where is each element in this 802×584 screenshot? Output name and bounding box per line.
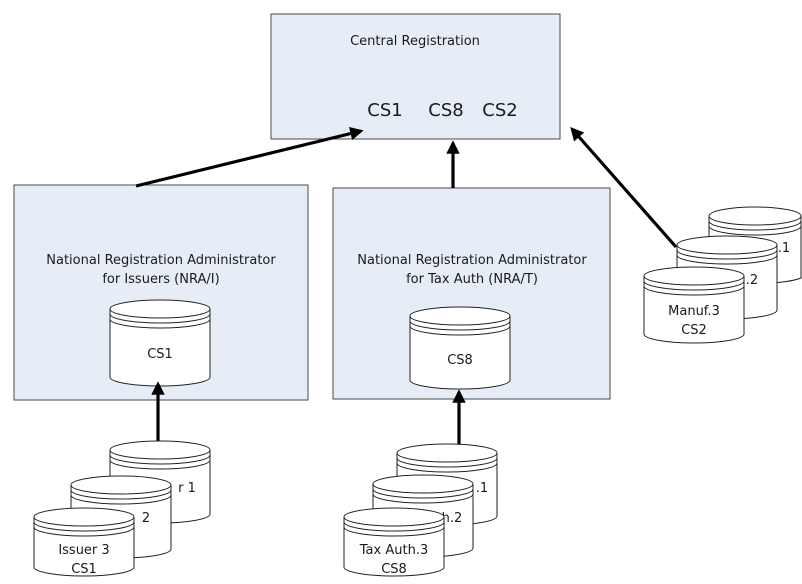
taxauth-db-back-label: .1 bbox=[476, 481, 488, 496]
manuf-db-front-label-line1: Manuf.3 bbox=[668, 304, 720, 319]
central-registration-box[interactable]: Central Registration CS1 CS8 CS2 bbox=[270, 13, 561, 140]
db-cs8-ring2 bbox=[409, 325, 511, 336]
db-cs1-ring2 bbox=[109, 318, 211, 329]
manuf-db-mid-label: .2 bbox=[746, 273, 758, 288]
nra-tax-database[interactable]: CS8 bbox=[409, 306, 511, 390]
taxauth-db-front-top bbox=[343, 507, 445, 527]
issuer-db-mid-label: 2 bbox=[142, 511, 150, 526]
issuer-db-back-ring2 bbox=[109, 459, 211, 470]
manuf-db-front-label-line2: CS2 bbox=[681, 323, 707, 338]
issuer-db-mid-top bbox=[70, 475, 172, 495]
central-code-cs1: CS1 bbox=[367, 100, 402, 121]
taxauth-db-front-ring1 bbox=[343, 521, 445, 532]
taxauth-db-front-label-line2: CS8 bbox=[381, 562, 407, 577]
manuf-db-mid-top bbox=[676, 235, 778, 255]
manuf-db-back-ring1 bbox=[708, 220, 802, 231]
db-cs1-top bbox=[109, 299, 211, 319]
db-cs8-label: CS8 bbox=[447, 353, 473, 368]
arrow-nra-issuers-to-central bbox=[135, 127, 364, 188]
db-cs1-label: CS1 bbox=[147, 347, 173, 362]
issuer-db-mid-ring1 bbox=[70, 489, 172, 500]
arrow-manuf-to-central bbox=[570, 126, 678, 249]
taxauth-db-mid-ring2 bbox=[372, 493, 474, 504]
central-registration-title: Central Registration bbox=[350, 34, 480, 49]
issuer-db-front: Issuer 3 CS1 bbox=[33, 507, 135, 577]
taxauth-db-front-ring2 bbox=[343, 526, 445, 537]
issuer-db-front-ring2 bbox=[33, 526, 135, 537]
manuf-db-back-label: .1 bbox=[778, 241, 790, 256]
issuer-database-stack[interactable]: r 1 2 Issuer 3 CS1 bbox=[33, 440, 211, 577]
manuf-db-mid-ring1 bbox=[676, 249, 778, 260]
taxauth-db-front-label-line1: Tax Auth.3 bbox=[359, 543, 428, 558]
taxauth-db-back-ring2 bbox=[396, 462, 498, 473]
nra-tax-box[interactable]: National Registration Administrator for … bbox=[332, 187, 611, 400]
issuer-db-back-label: r 1 bbox=[178, 481, 196, 496]
taxauth-database-stack[interactable]: .1 h.2 Tax Auth.3 CS8 bbox=[343, 443, 498, 577]
nra-issuers-title-line1: National Registration Administrator bbox=[46, 253, 276, 268]
db-cs8-ring1 bbox=[409, 320, 511, 331]
manuf-db-front-ring1 bbox=[643, 280, 745, 291]
issuer-db-back-ring1 bbox=[109, 454, 211, 465]
taxauth-db-back-top bbox=[396, 443, 498, 463]
taxauth-db-mid-ring1 bbox=[372, 488, 474, 499]
nra-issuers-database[interactable]: CS1 bbox=[109, 299, 211, 387]
manuf-db-back-ring2 bbox=[708, 225, 802, 236]
taxauth-db-mid-top bbox=[372, 474, 474, 494]
manuf-db-back-top bbox=[708, 206, 802, 226]
taxauth-db-back-ring1 bbox=[396, 457, 498, 468]
taxauth-db-front: Tax Auth.3 CS8 bbox=[343, 507, 445, 577]
manuf-db-front-top bbox=[643, 266, 745, 286]
central-code-cs8: CS8 bbox=[428, 100, 463, 121]
manuf-db-front-ring2 bbox=[643, 285, 745, 296]
issuer-db-mid-ring2 bbox=[70, 494, 172, 505]
central-code-cs2: CS2 bbox=[482, 100, 517, 121]
taxauth-db-front-body bbox=[343, 517, 445, 577]
manuf-db-mid-ring2 bbox=[676, 254, 778, 265]
nra-issuers-title-line2: for Issuers (NRA/I) bbox=[102, 272, 219, 287]
central-registration-frame bbox=[270, 13, 561, 140]
nra-tax-title-line2: for Tax Auth (NRA/T) bbox=[406, 272, 538, 287]
db-cs1-ring1 bbox=[109, 313, 211, 324]
manuf-database-stack[interactable]: .1 .2 Manuf.3 CS2 bbox=[643, 206, 802, 344]
issuer-db-front-label-line1: Issuer 3 bbox=[58, 543, 109, 558]
issuer-db-front-ring1 bbox=[33, 521, 135, 532]
issuer-db-back-top bbox=[109, 440, 211, 460]
issuer-db-front-body bbox=[33, 517, 135, 577]
taxauth-db-mid-label: h.2 bbox=[442, 511, 463, 526]
nra-tax-title-line1: National Registration Administrator bbox=[357, 253, 587, 268]
db-cs8-top bbox=[409, 306, 511, 326]
issuer-db-front-top bbox=[33, 507, 135, 527]
issuer-db-front-label-line2: CS1 bbox=[71, 562, 97, 577]
manuf-db-front-body bbox=[643, 276, 745, 344]
manuf-db-front: Manuf.3 CS2 bbox=[643, 266, 745, 344]
nra-issuers-box[interactable]: National Registration Administrator for … bbox=[13, 184, 309, 401]
